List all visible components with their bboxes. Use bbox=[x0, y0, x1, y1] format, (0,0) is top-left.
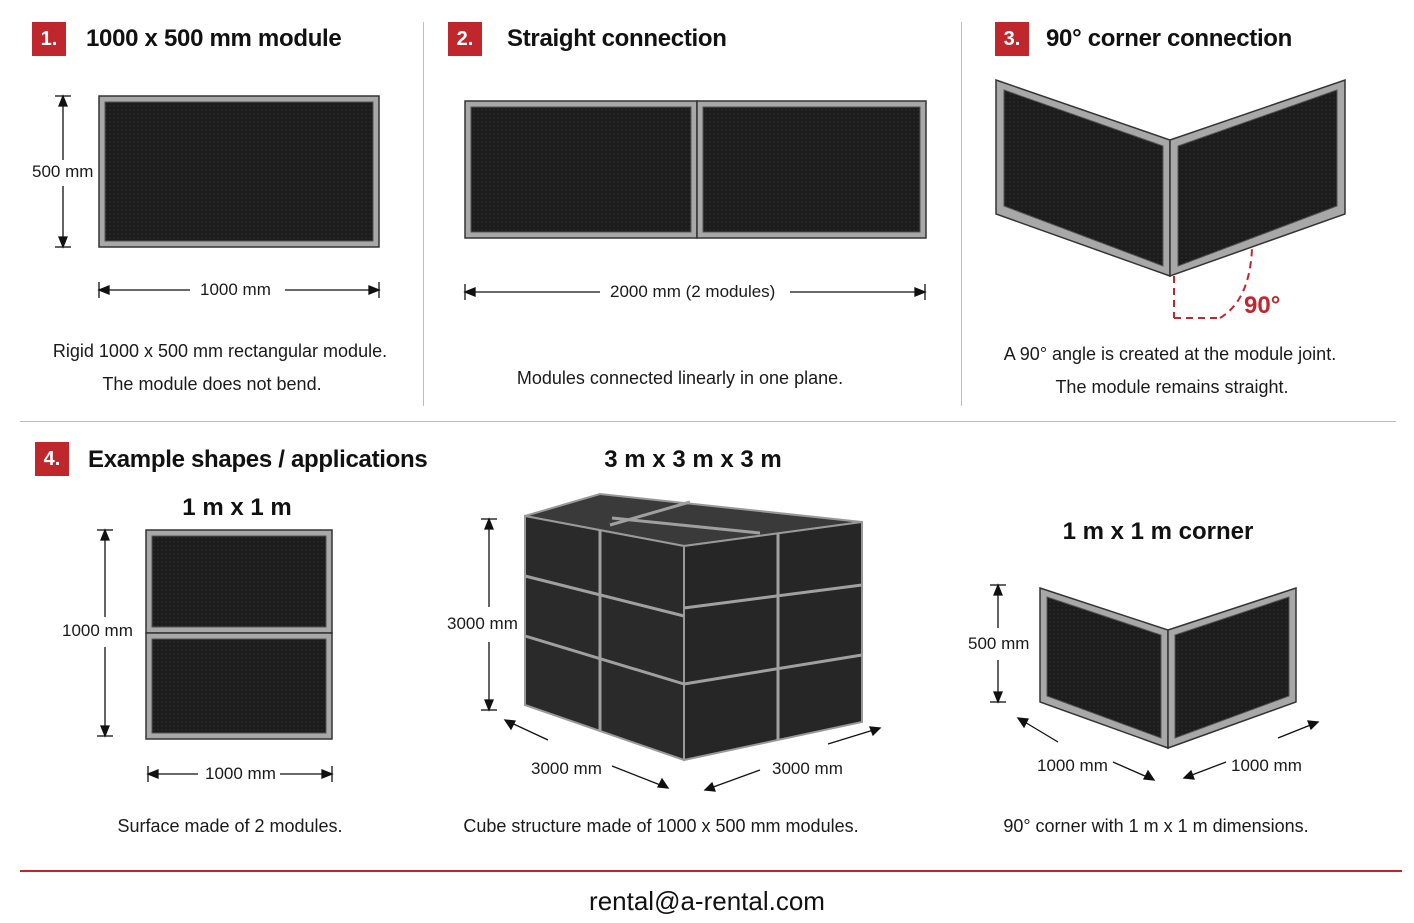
section-2-title: Straight connection bbox=[507, 25, 727, 52]
section-2-caption: Modules connected linearly in one plane. bbox=[516, 368, 844, 388]
section-4-title: Example shapes / applications bbox=[88, 446, 428, 473]
example-3-caption: 90° corner with 1 m x 1 m dimensions. bbox=[1003, 816, 1309, 836]
example-3-left-label: 1000 mm bbox=[1033, 756, 1112, 776]
corner-connection-panels bbox=[995, 78, 1346, 278]
example-3-right-label: 1000 mm bbox=[1227, 756, 1306, 776]
section-3-title: 90° corner connection bbox=[1046, 25, 1293, 52]
section-1-badge: 1. bbox=[32, 22, 66, 56]
cube-structure bbox=[524, 492, 863, 762]
example-2-right-label: 3000 mm bbox=[768, 759, 847, 779]
section-divider bbox=[20, 421, 1396, 422]
example-3-height-label: 500 mm bbox=[964, 634, 1034, 654]
example-2-heading: 3 m x 3 m x 3 m bbox=[604, 446, 782, 473]
footer-email[interactable]: rental@a-rental.com bbox=[589, 886, 825, 916]
example-2-height-label: 3000 mm bbox=[443, 614, 522, 634]
module-1-panel bbox=[98, 95, 380, 248]
example-2-caption: Cube structure made of 1000 x 500 mm mod… bbox=[463, 816, 859, 836]
section-2-badge: 2. bbox=[448, 22, 482, 56]
example-2-left-label: 3000 mm bbox=[527, 759, 606, 779]
divider-2 bbox=[961, 22, 962, 406]
section-1-caption-line-2: The module does not bend. bbox=[102, 374, 322, 394]
example-1-width-label: 1000 mm bbox=[201, 764, 280, 784]
section-2-width-label: 2000 mm (2 modules) bbox=[606, 282, 780, 302]
example-1-height-label: 1000 mm bbox=[58, 621, 137, 641]
divider-1 bbox=[423, 22, 424, 406]
section-1-title: 1000 x 500 mm module bbox=[86, 25, 342, 52]
section-1-caption-line-1: Rigid 1000 x 500 mm rectangular module. bbox=[52, 341, 388, 361]
section-3-caption-line-1: A 90° angle is created at the module joi… bbox=[1003, 344, 1337, 364]
straight-connection-panels bbox=[464, 100, 927, 239]
footer-divider bbox=[20, 870, 1402, 872]
example-1m-panels bbox=[145, 529, 333, 740]
example-1-heading: 1 m x 1 m bbox=[182, 494, 292, 521]
section-3-badge: 3. bbox=[995, 22, 1029, 56]
example-corner-panels bbox=[1039, 586, 1297, 750]
section-1-height-label: 500 mm bbox=[28, 162, 98, 182]
angle-indicator bbox=[1173, 247, 1253, 319]
section-3-caption-line-2: The module remains straight. bbox=[1055, 377, 1289, 397]
example-3-heading: 1 m x 1 m corner bbox=[1062, 518, 1254, 545]
example-1-caption: Surface made of 2 modules. bbox=[117, 816, 343, 836]
section-4-badge: 4. bbox=[35, 442, 69, 476]
angle-label: 90° bbox=[1244, 292, 1281, 319]
section-1-width-label: 1000 mm bbox=[196, 280, 275, 300]
